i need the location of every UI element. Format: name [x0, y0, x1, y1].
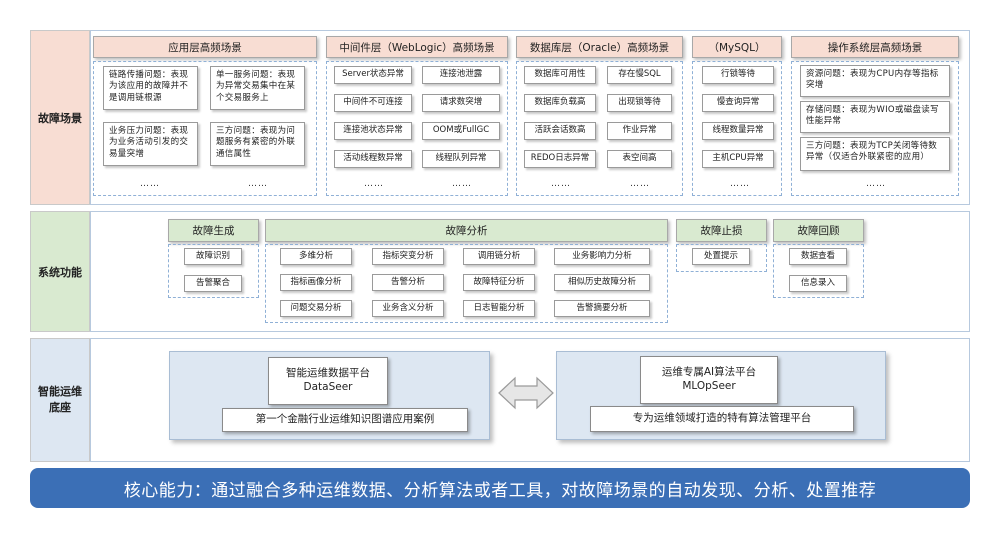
dataseer-title: 智能运维数据平台 — [286, 367, 370, 380]
scenario-item: 数据库负载高 — [524, 94, 596, 112]
bidirectional-arrow-icon — [498, 376, 554, 410]
mysql-layer-header: （MySQL） — [692, 36, 782, 58]
fault-stop-loss-group — [676, 244, 767, 272]
function-item: 调用链分析 — [463, 248, 535, 265]
mlopseer-title: 运维专属AI算法平台 — [661, 366, 757, 379]
scenario-item: 请求数突增 — [422, 94, 500, 112]
scenario-item: 业务压力问题：表现为业务活动引发的交易量突增 — [103, 122, 198, 166]
more-ellipsis: …… — [452, 179, 472, 189]
function-item: 处置提示 — [692, 248, 750, 265]
scenario-item: 三方问题：表现为TCP关闭等待数异常（仅适合外联紧密的应用） — [800, 137, 950, 171]
fault-review-header: 故障回顾 — [773, 219, 864, 242]
more-ellipsis: …… — [551, 179, 571, 189]
function-item: 指标画像分析 — [280, 274, 352, 291]
scenario-item: 活动线程数异常 — [334, 150, 412, 168]
mlopseer-desc: 专为运维领域打造的特有算法管理平台 — [590, 406, 854, 432]
scenario-item: OOM或FullGC — [422, 122, 500, 140]
mysql-layer-group — [692, 61, 782, 196]
function-item: 数据查看 — [789, 248, 847, 265]
scenario-item: 表空间高 — [607, 150, 672, 168]
function-item: 告警摘要分析 — [554, 300, 650, 317]
scenario-item: 存在慢SQL — [607, 66, 672, 84]
app-layer-header: 应用层高频场景 — [93, 36, 317, 58]
os-layer-header: 操作系统层高频场景 — [791, 36, 959, 58]
fault-review-group — [773, 244, 864, 298]
more-ellipsis: …… — [630, 179, 650, 189]
scenario-item: 链路传播问题：表现为该应用的故障并不是调用链根源 — [103, 66, 198, 110]
scenario-item: 数据库可用性 — [524, 66, 596, 84]
fault-generation-group — [168, 244, 259, 298]
row-label-base: 智能运维 底座 — [30, 338, 90, 462]
scenario-item: 活跃会话数高 — [524, 122, 596, 140]
function-item: 问题交易分析 — [280, 300, 352, 317]
scenario-item: 线程队列异常 — [422, 150, 500, 168]
mlopseer-name: MLOpSeer — [682, 380, 736, 392]
scenario-item: 出现锁等待 — [607, 94, 672, 112]
dataseer-title-box: 智能运维数据平台 DataSeer — [268, 357, 388, 405]
more-ellipsis: …… — [364, 179, 384, 189]
database-layer-header: 数据库层（Oracle）高频场景 — [516, 36, 683, 58]
function-item: 信息录入 — [789, 275, 847, 292]
scenario-item: Server状态异常 — [334, 66, 412, 84]
more-ellipsis: …… — [248, 179, 268, 189]
middleware-layer-header: 中间件层（WebLogic）高频场景 — [326, 36, 508, 58]
scenario-item: 连接池泄露 — [422, 66, 500, 84]
function-item: 相似历史故障分析 — [554, 274, 650, 291]
scenario-item: 行锁等待 — [702, 66, 774, 84]
row-label-scenarios: 故障场景 — [30, 30, 90, 205]
fault-analysis-group — [265, 244, 668, 323]
os-layer-group — [791, 61, 959, 196]
scenario-item: 作业异常 — [607, 122, 672, 140]
scenario-item: REDO日志异常 — [524, 150, 596, 168]
scenario-item: 连接池状态异常 — [334, 122, 412, 140]
more-ellipsis: …… — [866, 179, 886, 189]
function-item: 告警聚合 — [184, 275, 242, 292]
scenario-item: 主机CPU异常 — [702, 150, 774, 168]
more-ellipsis: …… — [730, 179, 750, 189]
function-item: 业务含义分析 — [372, 300, 444, 317]
function-item: 日志智能分析 — [463, 300, 535, 317]
database-layer-group — [516, 61, 683, 196]
function-item: 故障特征分析 — [463, 274, 535, 291]
scenario-item: 线程数量异常 — [702, 122, 774, 140]
core-capability-banner: 核心能力：通过融合多种运维数据、分析算法或者工具，对故障场景的自动发现、分析、处… — [30, 468, 970, 508]
fault-stop-loss-header: 故障止损 — [676, 219, 767, 242]
more-ellipsis: …… — [140, 179, 160, 189]
scenario-item: 存储问题：表现为WIO或磁盘读写性能异常 — [800, 101, 950, 133]
fault-generation-header: 故障生成 — [168, 219, 259, 242]
scenario-item: 单一服务问题：表现为异常交易集中在某个交易服务上 — [210, 66, 305, 110]
scenario-item: 资源问题：表现为CPU内存等指标突增 — [800, 65, 950, 97]
function-item: 告警分析 — [372, 274, 444, 291]
dataseer-name: DataSeer — [303, 381, 353, 393]
function-item: 多维分析 — [280, 248, 352, 265]
mlopseer-title-box: 运维专属AI算法平台 MLOpSeer — [640, 356, 778, 404]
app-layer-group — [93, 61, 317, 196]
scenario-item: 慢查询异常 — [702, 94, 774, 112]
fault-analysis-header: 故障分析 — [265, 219, 668, 242]
dataseer-desc: 第一个金融行业运维知识图谱应用案例 — [222, 408, 468, 432]
function-item: 指标突变分析 — [372, 248, 444, 265]
row-label-functions: 系统功能 — [30, 211, 90, 332]
function-item: 业务影响力分析 — [554, 248, 650, 265]
function-item: 故障识别 — [184, 248, 242, 265]
middleware-layer-group — [326, 61, 508, 196]
scenario-item: 中间件不可连接 — [334, 94, 412, 112]
scenario-item: 三方问题：表现为问题服务有紧密的外联通信属性 — [210, 122, 305, 166]
